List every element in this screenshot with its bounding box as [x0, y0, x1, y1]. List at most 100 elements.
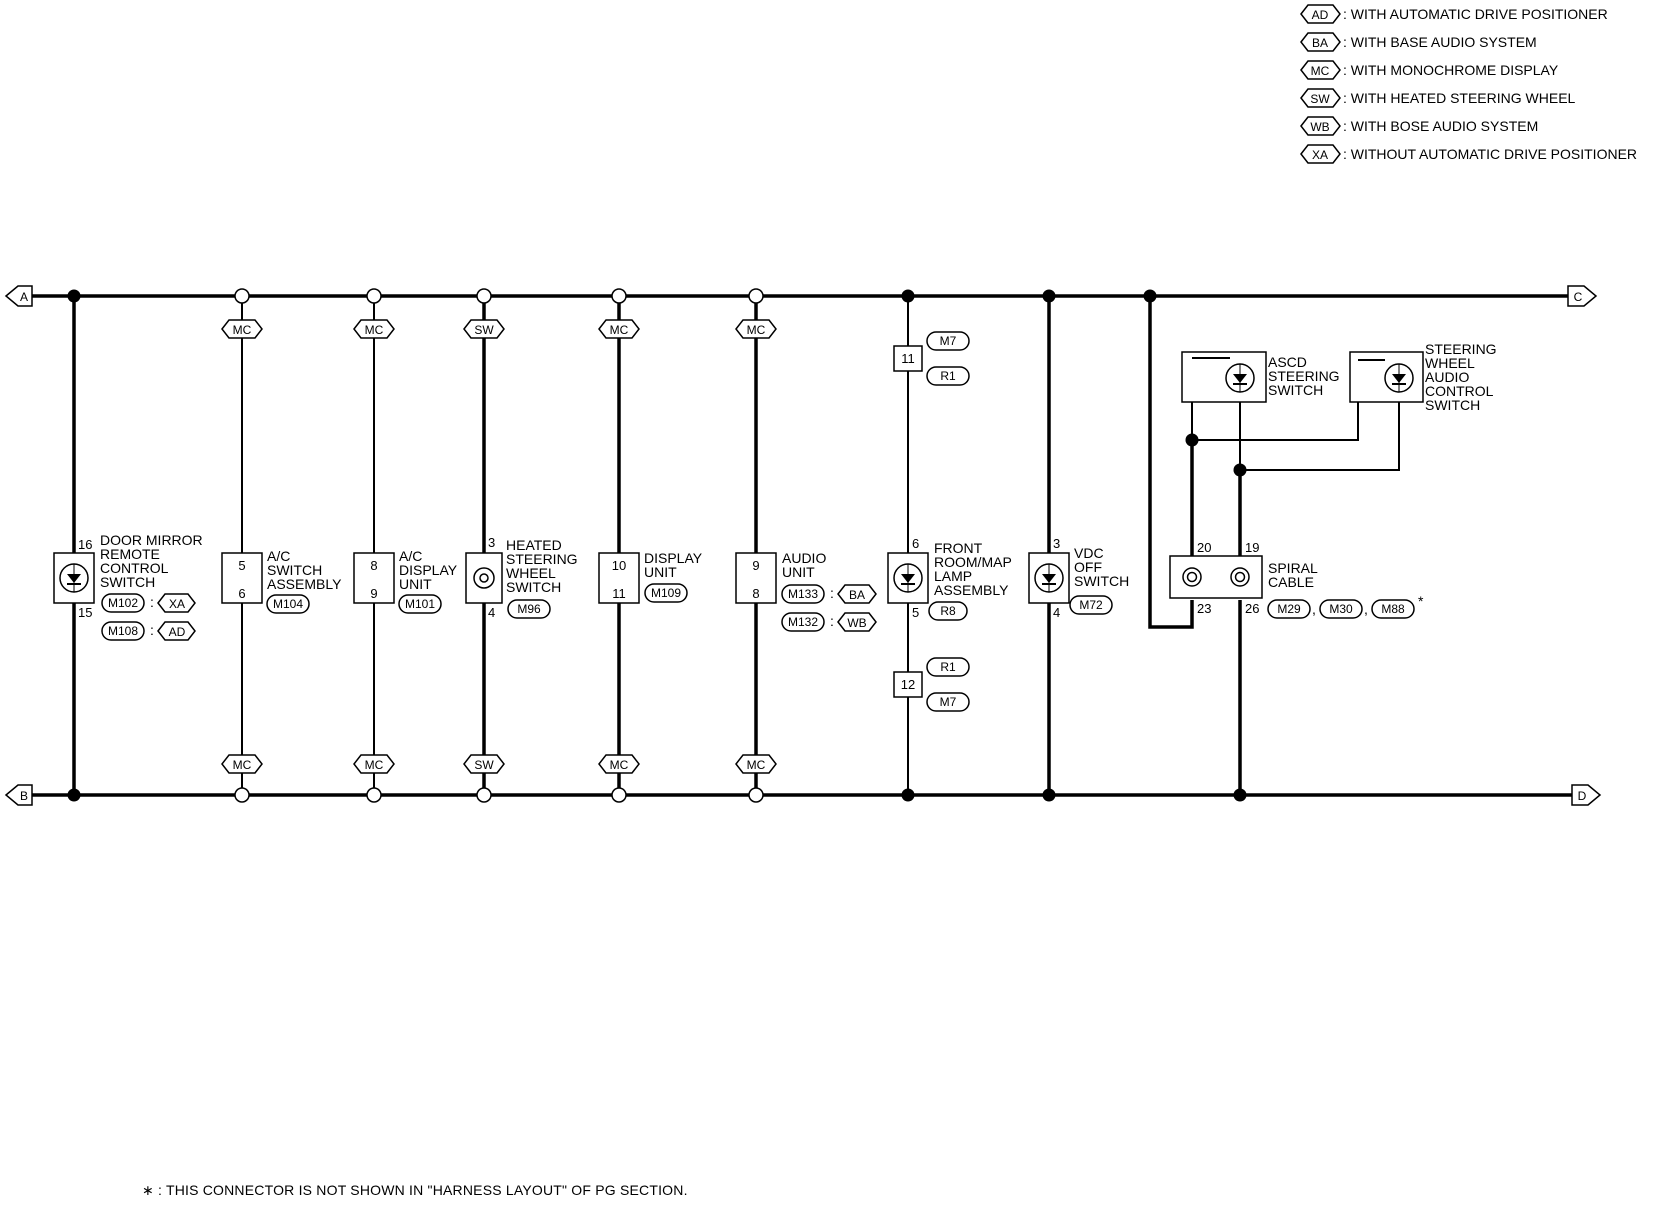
svg-text:UNIT: UNIT [782, 564, 815, 580]
led-icon [1384, 363, 1414, 393]
led-icon [1225, 363, 1255, 393]
steering-switch-group: ASCD STEERING SWITCH STEERING WHEEL AUDI… [1143, 289, 1497, 802]
svg-text:UNIT: UNIT [399, 576, 432, 592]
spiral-coil-icon [1230, 567, 1250, 587]
svg-text:AUDIO: AUDIO [1425, 369, 1469, 385]
spiral-cable: 20 19 23 26 SPIRAL CABLE M29 , M30 , M88… [1169, 540, 1424, 619]
legend-item-mc: MC : WITH MONOCHROME DISPLAY [1300, 60, 1559, 80]
svg-text:UNIT: UNIT [644, 564, 677, 580]
svg-text:6: 6 [238, 586, 245, 601]
svg-text:M72: M72 [1079, 598, 1103, 612]
svg-text:REMOTE: REMOTE [100, 546, 160, 562]
led-icon [59, 563, 89, 593]
door-mirror-remote-control-switch: 16 15 DOOR MIRROR REMOTE CONTROL SWITCH … [53, 289, 203, 802]
svg-text:M132: M132 [788, 615, 818, 629]
svg-text:SPIRAL: SPIRAL [1268, 560, 1318, 576]
front-room-map-lamp-assembly: 11 M7 R1 6 5 FRONT ROOM/MAP LAMP ASSEMBL… [887, 289, 1012, 802]
legend: AD : WITH AUTOMATIC DRIVE POSITIONER BA … [1300, 4, 1637, 164]
svg-text:19: 19 [1245, 540, 1259, 555]
svg-text:SWITCH: SWITCH [1268, 382, 1323, 398]
svg-text:DISPLAY: DISPLAY [644, 550, 703, 566]
svg-text:4: 4 [1053, 605, 1060, 620]
svg-text:B: B [20, 789, 28, 803]
svg-text:ASSEMBLY: ASSEMBLY [267, 576, 342, 592]
legend-item-sw: SW : WITH HEATED STEERING WHEEL [1300, 88, 1576, 108]
svg-text:MC: MC [233, 323, 252, 337]
svg-text:AUDIO: AUDIO [782, 550, 826, 566]
legend-code: AD [1312, 8, 1329, 22]
svg-text:ASSEMBLY: ASSEMBLY [934, 582, 1009, 598]
svg-text:M88: M88 [1381, 602, 1405, 616]
svg-text:STEERING: STEERING [506, 551, 578, 567]
legend-code: SW [1310, 92, 1330, 106]
legend-code: XA [1312, 148, 1328, 162]
svg-text:4: 4 [488, 605, 495, 620]
svg-text:SWITCH: SWITCH [267, 562, 322, 578]
svg-text:3: 3 [1053, 536, 1060, 551]
svg-text:C: C [1574, 290, 1583, 304]
svg-text:WB: WB [847, 616, 866, 630]
svg-text:MC: MC [365, 758, 384, 772]
svg-text:OFF: OFF [1074, 559, 1102, 575]
svg-text:VDC: VDC [1074, 545, 1104, 561]
svg-text:M109: M109 [651, 586, 681, 600]
heated-steering-wheel-switch: SW SW 3 4 HEATED STEERING WHEEL SWITCH M… [463, 288, 578, 803]
svg-text:M101: M101 [405, 597, 435, 611]
legend-item-wb: WB : WITH BOSE AUDIO SYSTEM [1300, 116, 1538, 136]
svg-text:M7: M7 [940, 695, 957, 709]
terminal-b: B [4, 784, 33, 806]
svg-text:M30: M30 [1329, 602, 1353, 616]
svg-text:ROOM/MAP: ROOM/MAP [934, 554, 1012, 570]
legend-text: : WITH AUTOMATIC DRIVE POSITIONER [1343, 6, 1608, 22]
svg-text:11: 11 [901, 351, 915, 366]
legend-item-xa: XA : WITHOUT AUTOMATIC DRIVE POSITIONER [1300, 144, 1637, 164]
svg-text:,: , [1312, 601, 1316, 617]
svg-text::: : [150, 594, 154, 610]
svg-text:3: 3 [488, 535, 495, 550]
svg-text:SWITCH: SWITCH [100, 574, 155, 590]
legend-text: : WITH MONOCHROME DISPLAY [1343, 62, 1559, 78]
svg-text:MC: MC [610, 323, 629, 337]
svg-text:MC: MC [747, 323, 766, 337]
svg-text:BA: BA [849, 588, 865, 602]
svg-text:MC: MC [747, 758, 766, 772]
svg-text::: : [830, 585, 834, 601]
legend-text: : WITH BOSE AUDIO SYSTEM [1343, 118, 1538, 134]
svg-text:CABLE: CABLE [1268, 574, 1314, 590]
svg-text:SWITCH: SWITCH [1074, 573, 1129, 589]
svg-text:CONTROL: CONTROL [1425, 383, 1494, 399]
svg-text:ASCD: ASCD [1268, 354, 1307, 370]
svg-text:M108: M108 [108, 624, 138, 638]
svg-text:STEERING: STEERING [1425, 341, 1497, 357]
vdc-off-switch: 3 4 VDC OFF SWITCH M72 [1028, 289, 1129, 802]
legend-text: : WITH HEATED STEERING WHEEL [1343, 90, 1576, 106]
svg-text:DOOR MIRROR: DOOR MIRROR [100, 532, 203, 548]
svg-text:8: 8 [752, 586, 759, 601]
display-unit: MC MC 10 11 DISPLAY UNIT M109 [598, 288, 703, 803]
svg-text:A/C: A/C [399, 548, 422, 564]
svg-text:SW: SW [474, 323, 494, 337]
legend-item-ba: BA : WITH BASE AUDIO SYSTEM [1300, 32, 1537, 52]
ac-switch-assembly: MC MC 5 6 A/C SWITCH ASSEMBLY M104 [221, 288, 342, 803]
svg-text:CONTROL: CONTROL [100, 560, 169, 576]
svg-text:8: 8 [370, 558, 377, 573]
legend-text: : WITHOUT AUTOMATIC DRIVE POSITIONER [1343, 146, 1637, 162]
terminal-c: C [1567, 285, 1598, 307]
svg-text:26: 26 [1245, 601, 1259, 616]
svg-text:M133: M133 [788, 587, 818, 601]
steering-wheel-audio-control-switch: STEERING WHEEL AUDIO CONTROL SWITCH [1349, 341, 1497, 413]
svg-text:MC: MC [233, 758, 252, 772]
svg-text:10: 10 [612, 558, 626, 573]
svg-text:XA: XA [169, 597, 185, 611]
svg-text:12: 12 [901, 677, 915, 692]
svg-text:M7: M7 [940, 334, 957, 348]
svg-text:SW: SW [474, 758, 494, 772]
svg-text::: : [830, 613, 834, 629]
svg-text:M102: M102 [108, 596, 138, 610]
legend-code: BA [1312, 36, 1328, 50]
svg-text:R1: R1 [940, 369, 956, 383]
legend-text: : WITH BASE AUDIO SYSTEM [1343, 34, 1537, 50]
svg-text:AD: AD [169, 625, 186, 639]
svg-text:M29: M29 [1277, 602, 1301, 616]
